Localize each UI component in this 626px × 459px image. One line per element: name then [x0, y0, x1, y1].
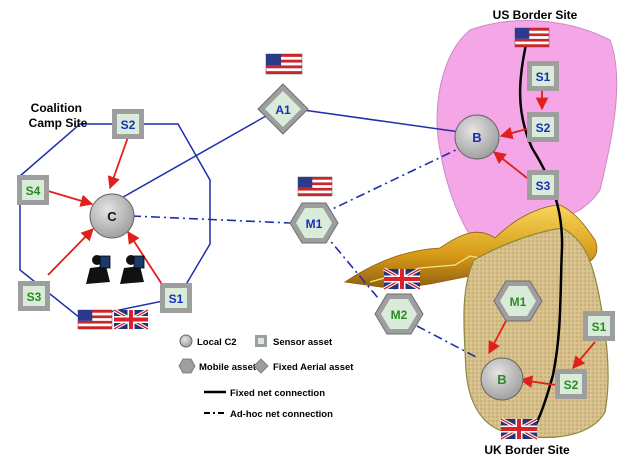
svg-text:Fixed Aerial asset: Fixed Aerial asset: [273, 362, 354, 373]
mobile-asset-m2[interactable]: M2: [374, 293, 424, 335]
svg-text:S3: S3: [27, 290, 42, 304]
svg-text:S1: S1: [536, 70, 551, 84]
svg-text:S1: S1: [169, 292, 184, 306]
us-sensor-s3[interactable]: S3: [527, 170, 559, 200]
svg-text:B: B: [472, 130, 481, 145]
legend: Local C2 Sensor asset Mobile asset Fixed…: [178, 334, 354, 420]
uk-flag-icon: [500, 417, 538, 441]
uk-sensor-s2[interactable]: S2: [555, 369, 587, 399]
coalition-sensor-s2[interactable]: S2: [112, 109, 144, 139]
us-sensor-s1[interactable]: S1: [527, 61, 559, 91]
us-flag-icon: [77, 309, 113, 330]
coalition-sensor-s1[interactable]: S1: [160, 283, 192, 313]
svg-text:M1: M1: [306, 217, 323, 231]
adhoc-links: [131, 147, 479, 359]
operator-icon: [86, 255, 111, 284]
svg-text:Sensor asset: Sensor asset: [273, 337, 333, 348]
legend-sensor-asset: Sensor asset: [255, 335, 333, 348]
us-flag-icon: [265, 53, 303, 75]
uk-local-c2[interactable]: B: [480, 357, 524, 401]
uk-flag-icon: [113, 308, 149, 331]
coalition-local-c2[interactable]: C: [89, 193, 135, 239]
uk-sensor-arrows: [488, 318, 596, 388]
svg-text:S4: S4: [26, 184, 41, 198]
legend-mobile-asset: Mobile asset: [178, 358, 257, 374]
svg-text:S2: S2: [121, 118, 136, 132]
svg-text:M1: M1: [510, 295, 527, 309]
coalition-sensor-s3[interactable]: S3: [18, 281, 50, 311]
svg-text:Mobile asset: Mobile asset: [199, 362, 257, 373]
fixed-link-c-a1: [117, 115, 267, 201]
mountain-range: [343, 204, 598, 290]
mobile-asset-m1[interactable]: M1: [289, 202, 339, 244]
svg-text:Local C2: Local C2: [197, 337, 237, 348]
legend-fixed-aerial-asset: Fixed Aerial asset: [253, 358, 354, 374]
legend-fixed-net: Fixed net connection: [204, 388, 325, 399]
coalition-sensor-arrows: [47, 136, 166, 290]
svg-text:A1: A1: [275, 103, 291, 117]
uk-flag-icon: [383, 267, 421, 291]
svg-text:S2: S2: [564, 378, 579, 392]
coalition-camp-title: Coalition Camp Site: [29, 101, 88, 130]
us-flag-icon: [297, 176, 333, 197]
svg-text:S2: S2: [536, 121, 551, 135]
svg-text:B: B: [497, 372, 506, 387]
uk-sensor-s1[interactable]: S1: [583, 311, 615, 341]
coalition-sensor-s4[interactable]: S4: [17, 175, 49, 205]
uk-border-site-title: UK Border Site: [484, 443, 570, 457]
us-sensor-arrows: [493, 91, 549, 179]
us-flag-icon: [514, 27, 550, 48]
us-border-site-title: US Border Site: [493, 8, 578, 22]
svg-text:S3: S3: [536, 179, 551, 193]
legend-local-c2: Local C2: [179, 334, 237, 348]
us-sensor-s2[interactable]: S2: [527, 112, 559, 142]
uk-mobile-asset-m1[interactable]: M1: [493, 280, 543, 322]
aerial-asset-a1[interactable]: A1: [257, 83, 309, 135]
svg-text:Ad-hoc net connection: Ad-hoc net connection: [230, 409, 333, 420]
us-local-c2[interactable]: B: [454, 114, 500, 160]
svg-text:Fixed net connection: Fixed net connection: [230, 388, 325, 399]
legend-adhoc-net: Ad-hoc net connection: [204, 409, 333, 420]
fixed-link-a1-usb: [295, 108, 461, 133]
fixed-border-cable: [518, 39, 564, 433]
svg-text:C: C: [107, 209, 117, 224]
operator-icon: [120, 255, 145, 284]
svg-text:M2: M2: [391, 308, 408, 322]
svg-text:S1: S1: [592, 320, 607, 334]
